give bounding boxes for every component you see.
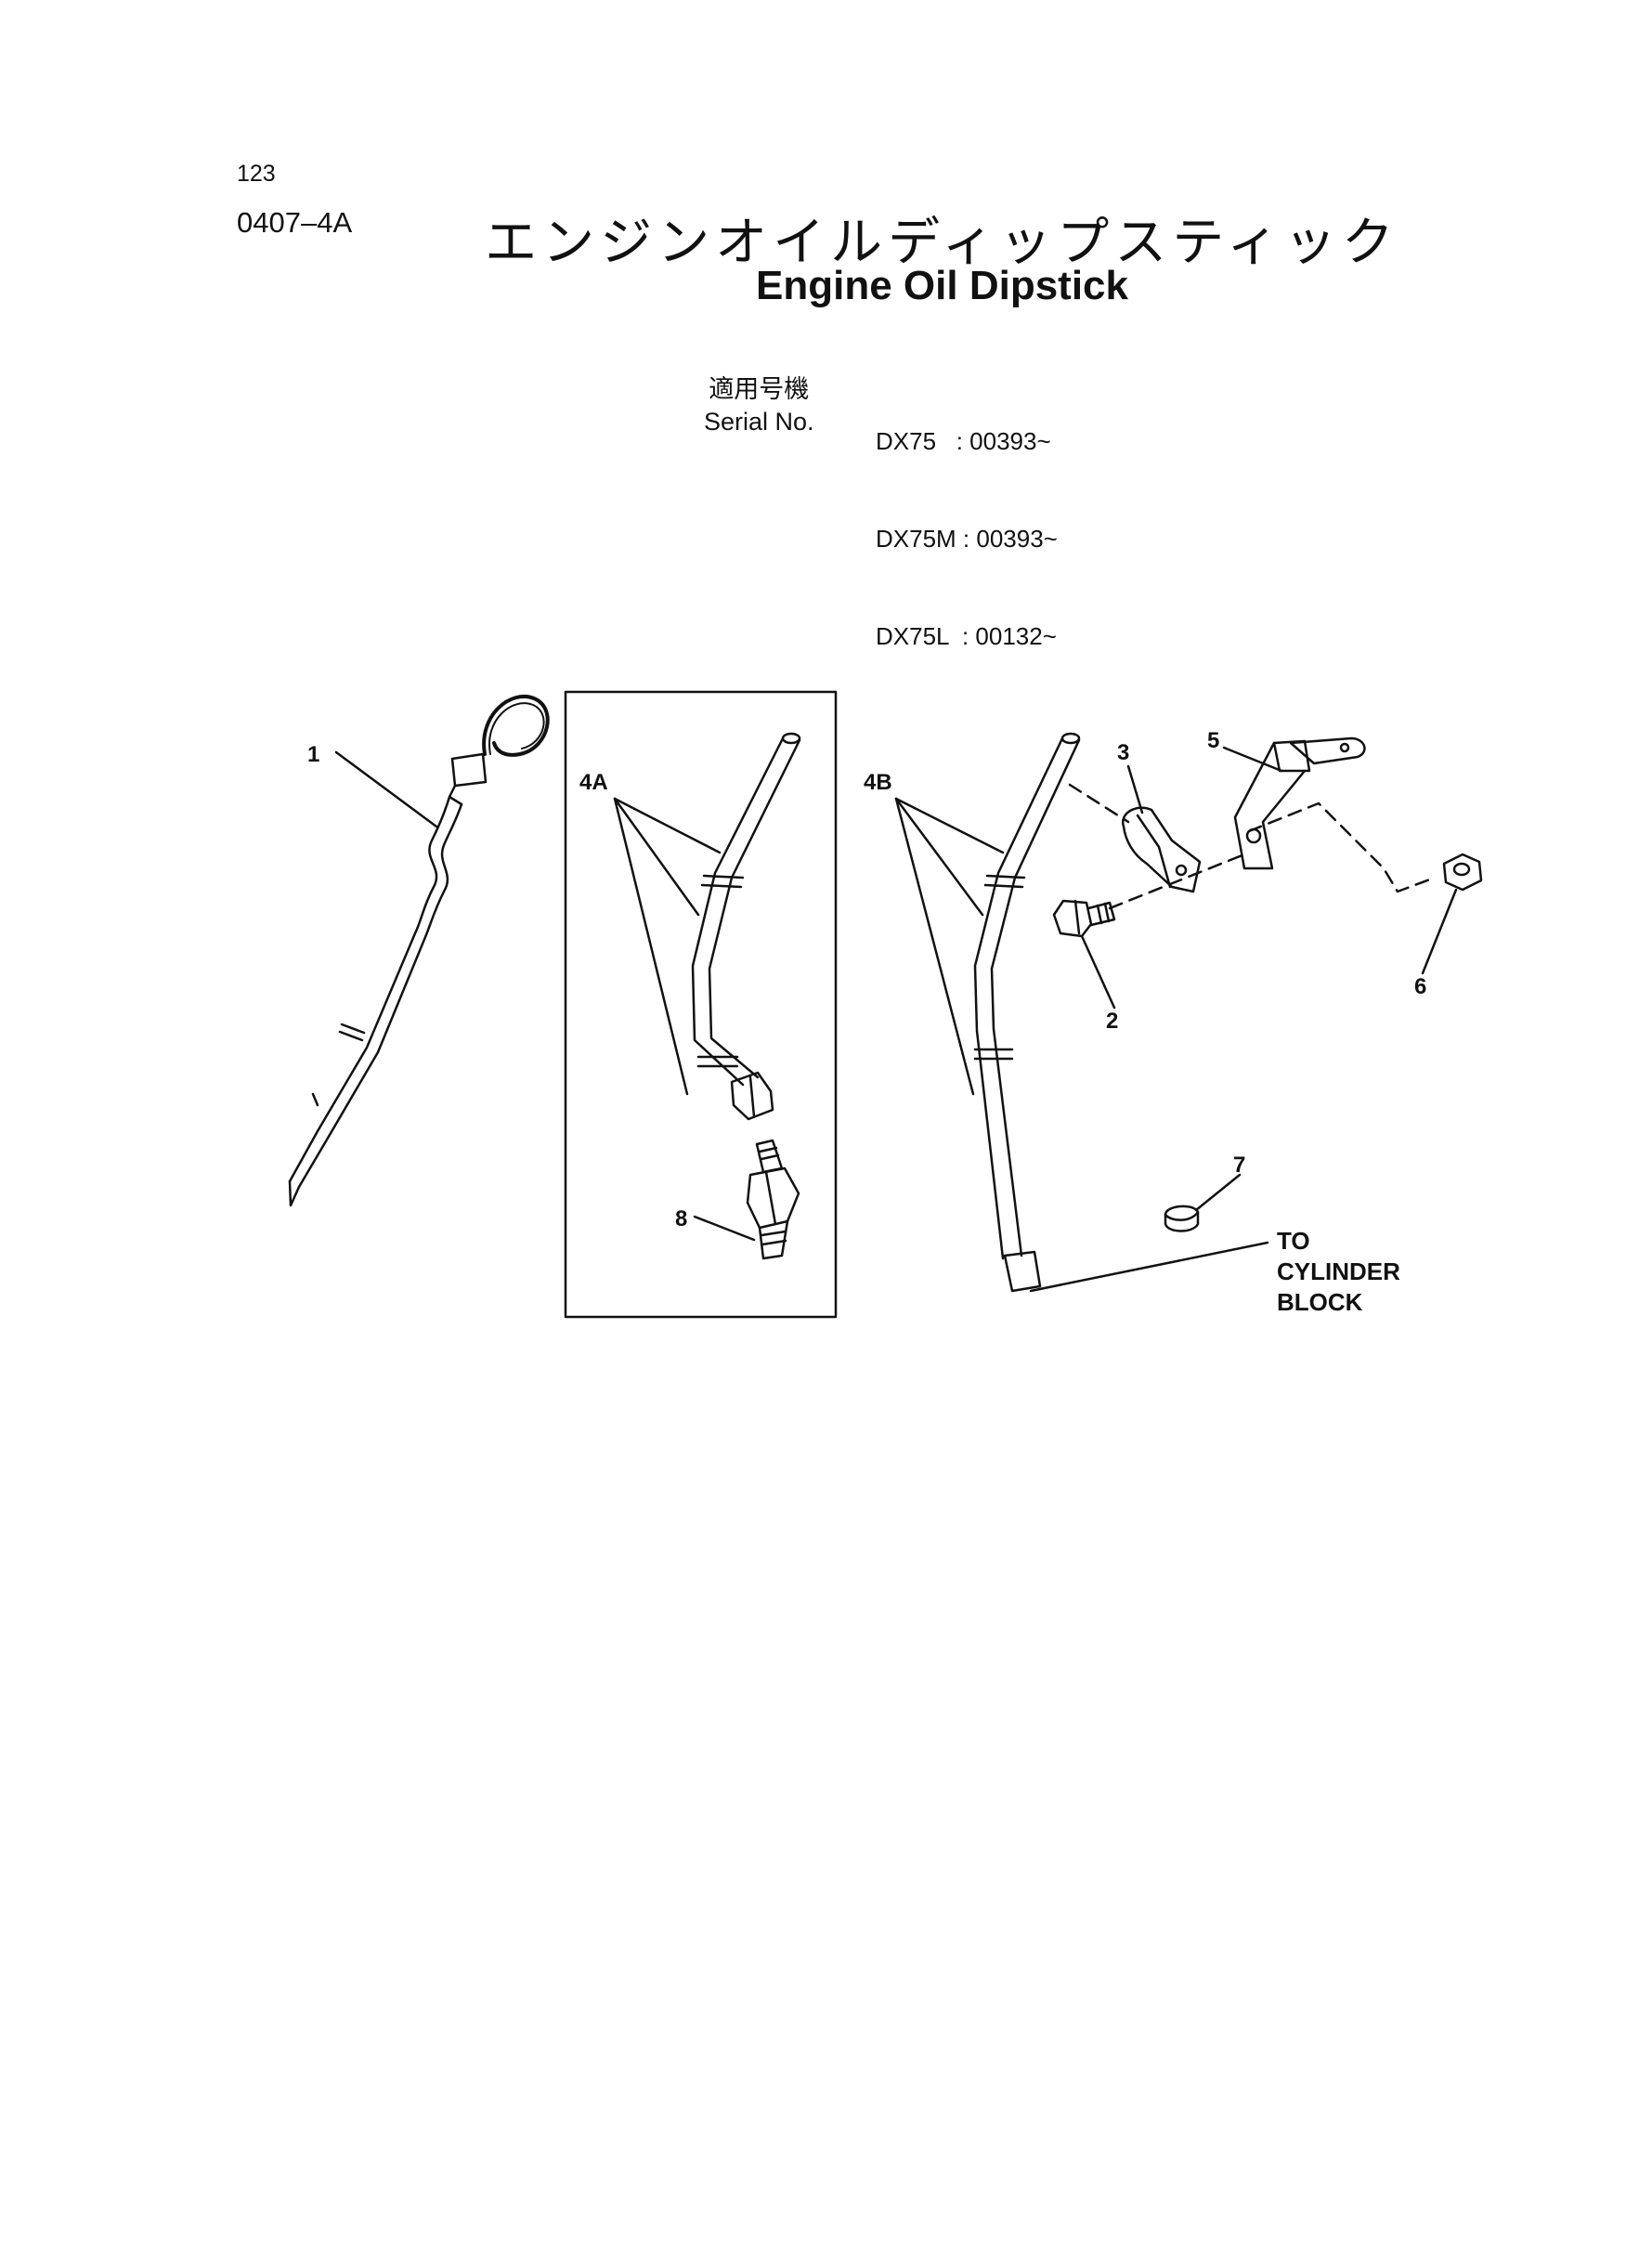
serial-label-english: Serial No. [704,408,814,436]
serial-label: 適用号機 Serial No. [704,373,814,438]
serial-label-japanese: 適用号機 [709,375,810,403]
section-code: 0407–4A [237,206,353,239]
callout-4b: 4B [864,770,892,795]
dipstick-part [288,695,550,1207]
callout-2: 2 [1106,1009,1118,1034]
note-line-1: TO [1277,1227,1310,1255]
callout-4a: 4A [579,770,608,795]
callout-leader-4b-low [894,797,975,1096]
callout-leader-4a-mid [613,797,700,917]
callout-leader-3 [1126,764,1144,814]
tube-clip-3 [1122,806,1202,893]
callout-leader-5 [1222,746,1283,773]
assembly-line-bolt-bracket [1108,853,1246,910]
callout-leader-6 [1421,888,1458,975]
page-number: 123 [237,161,276,187]
bolt-2 [1052,899,1116,938]
callout-leader-1 [334,750,438,828]
callout-6: 6 [1414,974,1426,999]
callout-1: 1 [307,742,319,767]
part-4a-inset-box [564,690,838,1319]
guide-tube-4b [973,732,1081,1293]
serial-model-dx75m: DX75M : 00393~ [876,525,1058,553]
assembly-line-tube-clip [1068,783,1130,824]
callout-8: 8 [675,1206,687,1231]
note-line-3: BLOCK [1277,1288,1363,1316]
callout-leader-7 [1194,1173,1242,1212]
note-line-2: CYLINDER [1277,1257,1400,1285]
callout-leader-4a-low [613,797,689,1096]
nut-6 [1442,853,1483,892]
serial-model-dx75l: DX75L : 00132~ [876,622,1057,650]
page-title: Engine Oil Dipstick [756,263,1128,308]
callout-leader-4a-top [613,797,722,854]
callout-5: 5 [1207,728,1219,753]
callout-7: 7 [1233,1153,1245,1178]
callout-leader-2 [1080,934,1116,1010]
guide-tube-4a [691,732,801,1121]
serial-model-dx75: DX75 : 00393~ [876,427,1051,455]
callout-leader-4b-top [894,797,1005,854]
page-title-japanese: エンジンオイルディップスティック [485,213,1399,273]
assembly-line-bracket-nut [1247,801,1437,893]
adapter-fitting-8 [746,1139,800,1260]
callout-leader-8 [693,1215,756,1242]
serial-model-list: DX75 : 00393~ DX75M : 00393~ DX75L : 001… [876,360,1058,685]
note-leader [1029,1241,1269,1293]
plug-7 [1164,1205,1200,1232]
bracket-5 [1233,736,1366,870]
callout-leader-4b-mid [894,797,984,917]
callout-3: 3 [1117,740,1129,765]
